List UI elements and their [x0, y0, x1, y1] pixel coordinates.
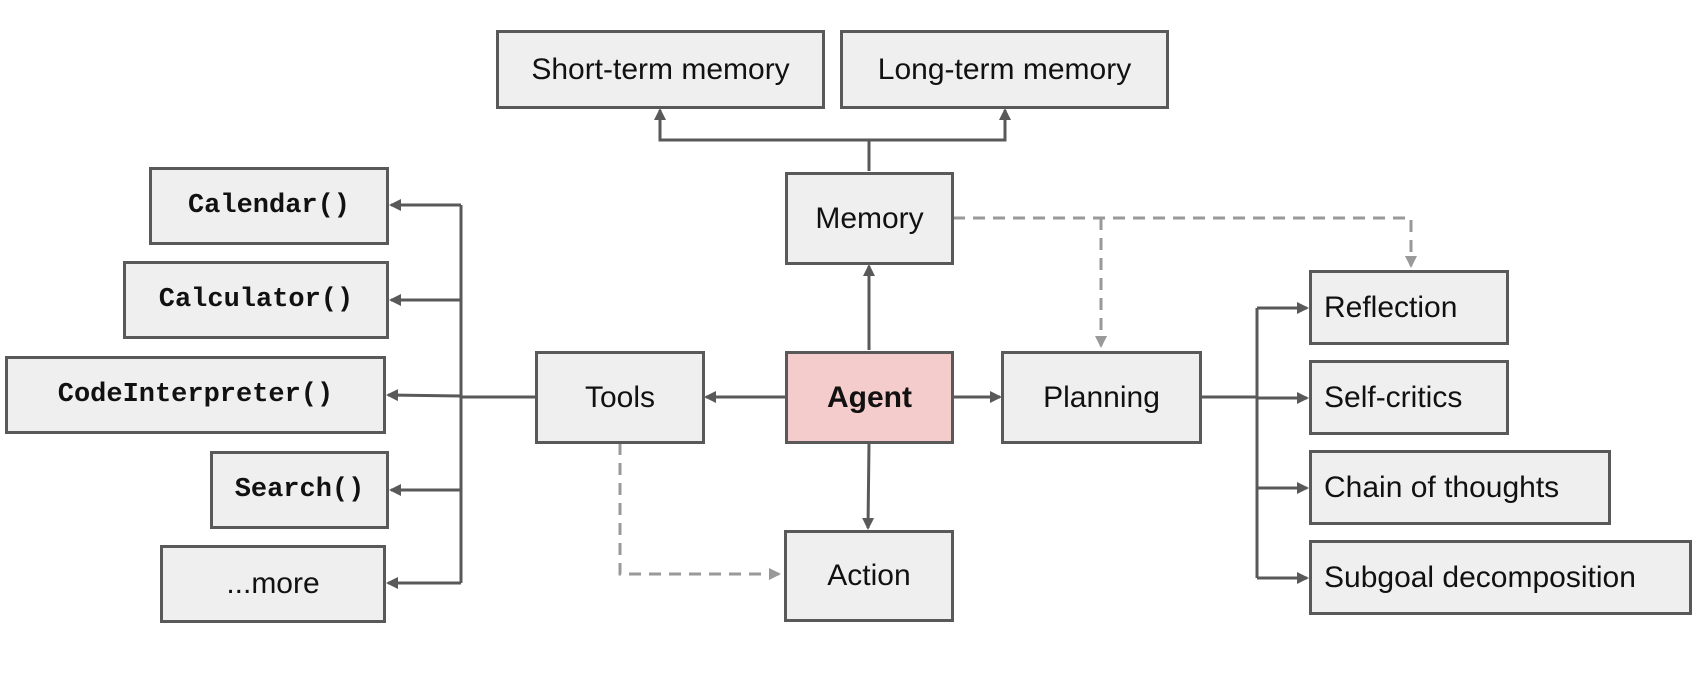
calculator-tool-node: Calculator() — [123, 261, 389, 339]
memory-to-reflection-dashed-arrow — [953, 216, 1417, 268]
search-tool-node: Search() — [210, 451, 389, 529]
agent-to-action-arrow — [862, 442, 875, 530]
long-term-memory-node: Long-term memory — [840, 30, 1169, 109]
memory-branch-connector — [654, 108, 871, 171]
memory-to-long-term-arrow — [869, 108, 1011, 142]
self-critics-node: Self-critics — [1309, 360, 1509, 435]
memory-node: Memory — [785, 172, 954, 265]
chain-of-thoughts-node: Chain of thoughts — [1309, 450, 1611, 525]
subgoal-decomposition-node: Subgoal decomposition — [1309, 540, 1692, 615]
tools-node: Tools — [535, 351, 705, 444]
calendar-tool-node: Calendar() — [149, 167, 389, 245]
code-interpreter-tool-node: CodeInterpreter() — [5, 356, 386, 434]
arrow-to-code-interpreter — [386, 389, 462, 402]
agent-node: Agent — [785, 351, 954, 444]
more-tools-node: ...more — [160, 545, 386, 623]
reflection-node: Reflection — [1309, 270, 1509, 345]
tools-to-action-dashed-arrow — [618, 443, 781, 580]
short-term-memory-node: Short-term memory — [496, 30, 825, 109]
action-node: Action — [784, 530, 954, 622]
planning-node: Planning — [1001, 351, 1202, 444]
